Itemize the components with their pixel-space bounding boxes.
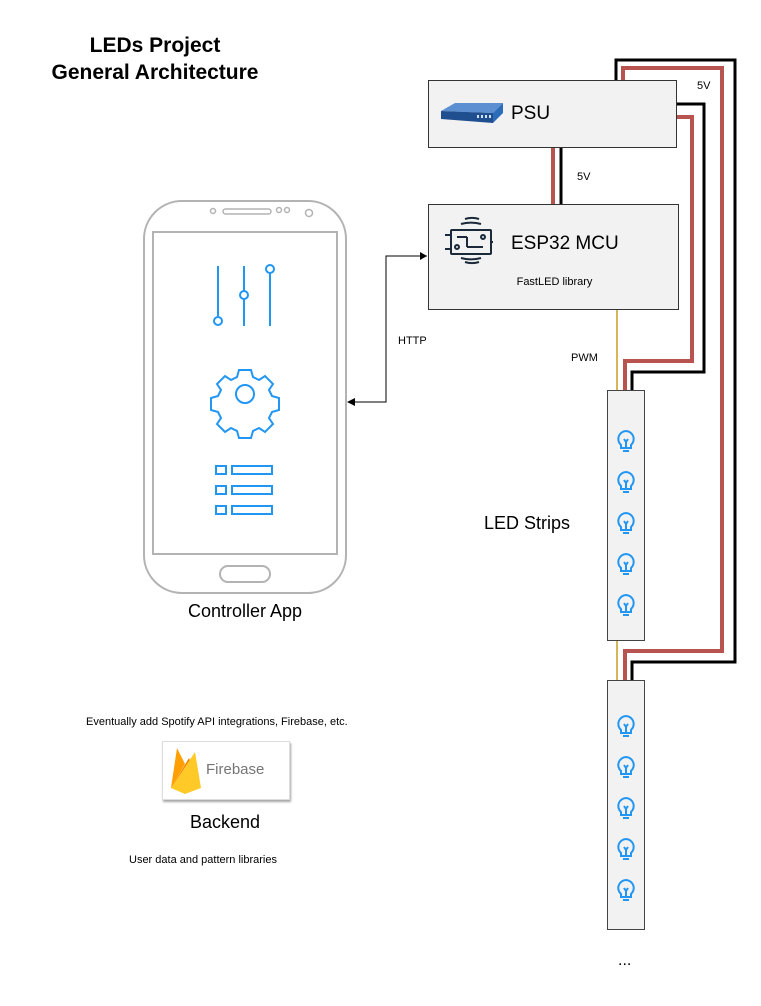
strip-ground-wire xyxy=(630,102,706,390)
bulb-icon xyxy=(615,593,637,622)
strip-ground-return-wire xyxy=(614,58,737,680)
bulb-icon xyxy=(615,837,637,866)
http-label: HTTP xyxy=(398,335,427,347)
bulb-icon xyxy=(615,429,637,458)
led-strip-1[interactable] xyxy=(607,390,645,641)
return-voltage-label: 5V xyxy=(697,80,711,92)
bulb-icon xyxy=(615,878,637,907)
bulb-icon xyxy=(615,755,637,784)
title-line-2: General Architecture xyxy=(51,61,259,84)
gear-icon xyxy=(210,369,280,439)
mcu-label: ESP32 MCU xyxy=(511,233,619,254)
firebase-card[interactable]: Firebase xyxy=(162,741,290,800)
list-icon xyxy=(215,465,273,515)
firebase-flame-icon xyxy=(171,748,201,794)
http-connector xyxy=(352,255,427,403)
bulb-icon xyxy=(615,796,637,825)
pwm-label: PWM xyxy=(571,352,598,364)
bulb-icon xyxy=(615,470,637,499)
backend-note: Eventually add Spotify API integrations,… xyxy=(86,716,348,728)
led-strips-label: LED Strips xyxy=(484,513,571,533)
strip-power-wire xyxy=(623,115,694,390)
sliders-icon xyxy=(213,264,275,326)
led-strip-2[interactable] xyxy=(607,680,645,930)
firebase-label: Firebase xyxy=(206,761,265,778)
psu-label: PSU xyxy=(511,103,551,124)
backend-label: Backend xyxy=(189,812,261,832)
psu-box[interactable]: PSU xyxy=(428,80,677,148)
arrow-head-mcu xyxy=(420,252,427,260)
title-line-1: LEDs Project xyxy=(89,34,221,57)
power-supply-icon xyxy=(441,103,503,123)
arrow-head-app xyxy=(347,398,355,406)
controller-app-phone[interactable] xyxy=(141,198,349,596)
backend-description: User data and pattern libraries xyxy=(129,854,277,866)
psu-mcu-voltage-label: 5V xyxy=(577,171,591,183)
mcu-box[interactable]: ESP32 MCU FastLED library xyxy=(428,204,679,310)
bulb-icon xyxy=(615,552,637,581)
strip-power-return-wire xyxy=(621,66,724,680)
more-strips-ellipsis: ... xyxy=(618,952,632,969)
controller-app-label: Controller App xyxy=(187,601,303,621)
microcontroller-icon xyxy=(445,216,493,265)
bulb-icon xyxy=(615,714,637,743)
bulb-icon xyxy=(615,511,637,540)
mcu-sublabel: FastLED library xyxy=(516,276,593,288)
